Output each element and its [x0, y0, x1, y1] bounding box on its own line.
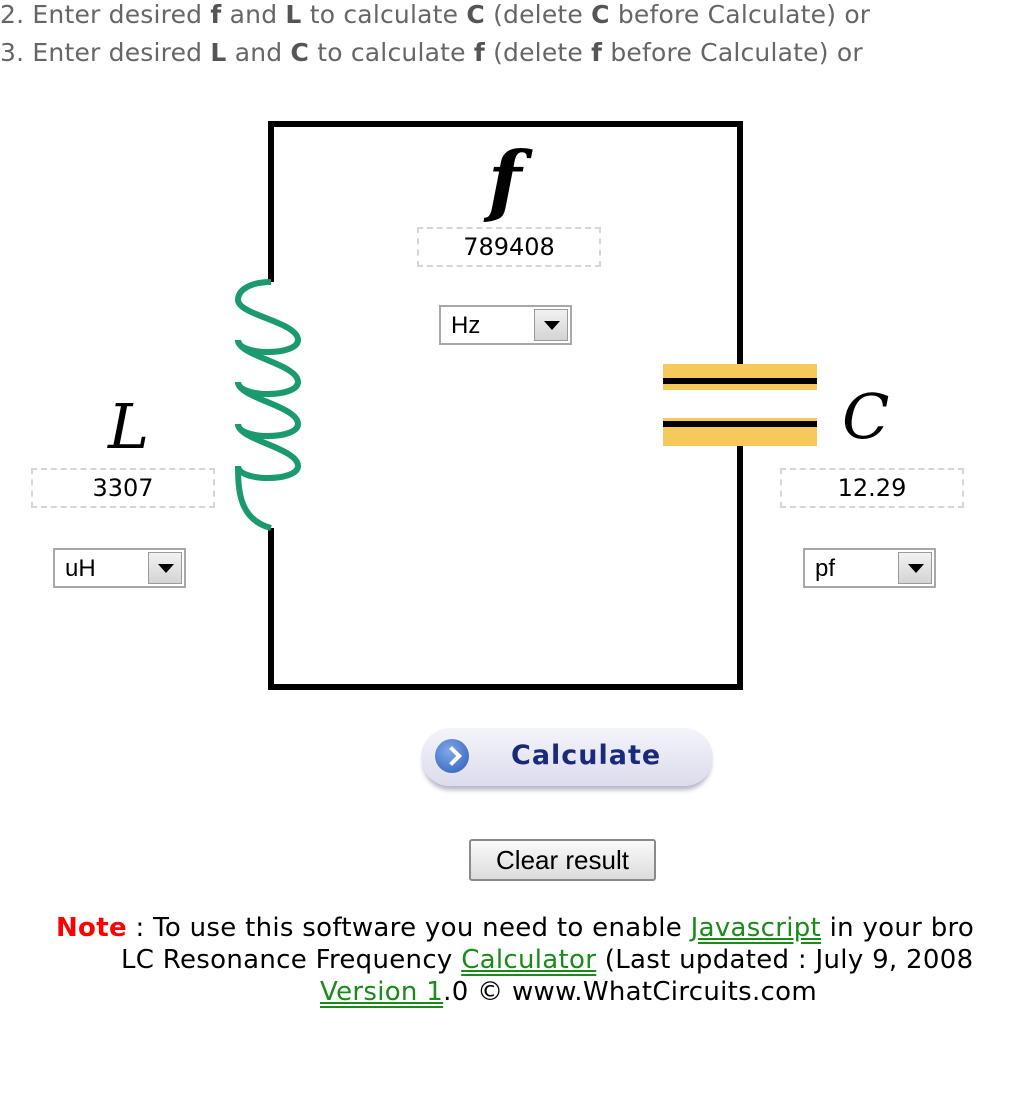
- instruction-text: before Calculate) or: [602, 38, 863, 67]
- inductance-unit-value: uH: [65, 555, 96, 582]
- circuit-wire-bottom: [268, 426, 743, 690]
- calculate-button[interactable]: Calculate: [421, 728, 713, 786]
- footer-version-line: Version 1.0 © www.WhatCircuits.com: [320, 977, 817, 1007]
- instruction-line-3: 3. Enter desired L and C to calculate f …: [0, 38, 863, 67]
- inductance-symbol: L: [108, 390, 150, 463]
- instruction-text: to calculate: [301, 0, 467, 29]
- frequency-unit-select[interactable]: Hz: [439, 305, 572, 345]
- note-text: : To use this software you need to enabl…: [126, 913, 691, 943]
- footer-note: Note : To use this software you need to …: [56, 913, 974, 943]
- instruction-var: C: [591, 0, 610, 29]
- footer-last-updated: (Last updated : July 9, 2008: [596, 945, 974, 975]
- javascript-link[interactable]: Javascript: [690, 913, 822, 943]
- instruction-var: f: [591, 38, 603, 67]
- chevron-down-icon[interactable]: [148, 552, 182, 584]
- circuit-wire-top: [268, 121, 743, 368]
- capacitance-unit-select[interactable]: pf: [803, 548, 936, 588]
- capacitor-symbol: [663, 364, 817, 446]
- instruction-var: L: [285, 0, 302, 29]
- chevron-down-icon[interactable]: [534, 309, 568, 341]
- instruction-var: C: [466, 0, 485, 29]
- calculate-button-label: Calculate: [511, 740, 662, 771]
- capacitance-symbol: C: [842, 380, 890, 453]
- inductor-coil: [234, 279, 302, 531]
- instruction-var: C: [290, 38, 310, 67]
- instruction-text: and: [221, 0, 286, 29]
- footer-title-line: LC Resonance Frequency Calculator (Last …: [121, 945, 973, 975]
- instruction-var: L: [210, 38, 227, 67]
- note-tail: in your bro: [821, 913, 975, 943]
- instruction-text: to calculate: [309, 38, 474, 67]
- inductance-unit-select[interactable]: uH: [53, 548, 186, 588]
- inductance-input[interactable]: [31, 468, 215, 508]
- chevron-right-icon: [435, 739, 469, 773]
- clear-result-button[interactable]: Clear result: [469, 839, 656, 881]
- chevron-down-icon[interactable]: [898, 552, 932, 584]
- instruction-line-2: 2. Enter desired f and L to calculate C …: [0, 0, 870, 29]
- frequency-symbol: f: [488, 135, 522, 226]
- instruction-text: (delete: [484, 0, 592, 29]
- footer-copyright: .0 © www.WhatCircuits.com: [443, 977, 817, 1007]
- instruction-var: f: [473, 38, 485, 67]
- instruction-text: 3. Enter desired: [0, 38, 211, 67]
- frequency-input[interactable]: [417, 227, 601, 267]
- version-link[interactable]: Version 1: [320, 977, 444, 1007]
- capacitor-plate-top: [663, 364, 817, 390]
- calculator-link[interactable]: Calculator: [461, 945, 597, 975]
- instruction-text: and: [226, 38, 291, 67]
- capacitance-input[interactable]: [780, 468, 964, 508]
- frequency-unit-value: Hz: [451, 312, 481, 339]
- footer-title-prefix: LC Resonance Frequency: [121, 945, 462, 975]
- instruction-text: before Calculate) or: [609, 0, 871, 29]
- note-label: Note: [56, 913, 127, 943]
- capacitance-unit-value: pf: [815, 555, 836, 582]
- instruction-var: f: [210, 0, 222, 29]
- instruction-text: (delete: [484, 38, 592, 67]
- instruction-text: 2. Enter desired: [0, 0, 211, 29]
